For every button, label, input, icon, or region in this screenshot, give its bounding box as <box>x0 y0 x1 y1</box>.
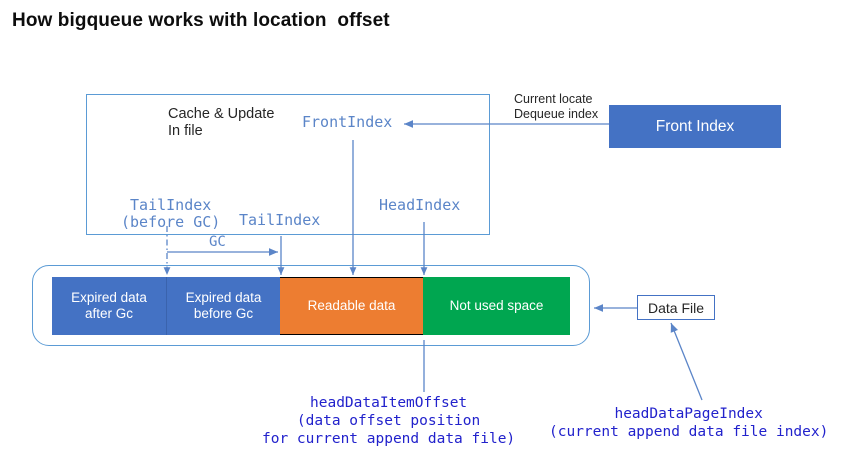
data-file-box-label: Data File <box>647 299 705 316</box>
page-title: How bigqueue works with location offset <box>12 10 390 31</box>
segment-label: Readable data <box>307 298 396 313</box>
data-file-segment-bar: Expired data after Gc Expired data befor… <box>52 277 570 335</box>
data-file-box[interactable]: Data File <box>637 295 715 320</box>
front-index-label: FrontIndex <box>302 113 393 131</box>
head-index-label: HeadIndex <box>379 196 461 214</box>
segment-label: Expired data after Gc <box>71 290 147 321</box>
current-locate-dequeue-index-label: Current locate Dequeue index <box>514 92 599 121</box>
index-cache-box <box>86 94 490 235</box>
tail-index-label: TailIndex <box>239 211 321 229</box>
head-data-page-index-arrow <box>670 322 703 401</box>
segment-label: Not used space <box>449 298 544 313</box>
segment-readable-data: Readable data <box>280 277 423 335</box>
cache-update-label: Cache & Update In file <box>168 106 275 139</box>
head-data-page-index-annotation: headDataPageIndex (current append data f… <box>549 406 829 440</box>
front-index-box[interactable]: Front Index <box>609 105 781 148</box>
front-index-box-label: Front Index <box>655 117 735 135</box>
gc-label: GC <box>209 234 226 250</box>
segment-not-used-space: Not used space <box>423 277 570 335</box>
segment-expired-before-gc: Expired data before Gc <box>167 277 280 335</box>
head-data-item-offset-annotation: headDataItemOffset (data offset position… <box>262 395 516 447</box>
segment-label: Expired data before Gc <box>185 290 262 321</box>
data-file-container <box>32 265 590 346</box>
tail-index-before-gc-label: TailIndex (before GC) <box>121 196 221 231</box>
segment-expired-after-gc: Expired data after Gc <box>52 277 167 335</box>
